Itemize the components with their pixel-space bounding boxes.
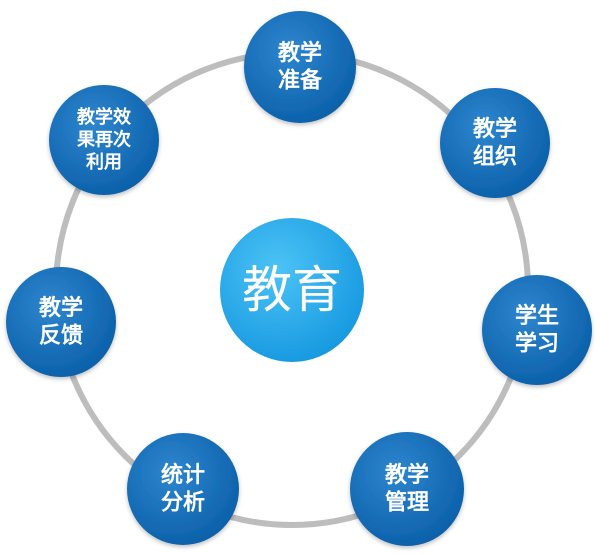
node-circle-teaching-mgmt — [350, 432, 464, 546]
node-label-student-learning-line-1: 学生 — [515, 303, 559, 329]
node-label-effect-reuse-line-2: 果再次 — [76, 129, 131, 151]
node-label-teaching-prep-line-1: 教学 — [278, 40, 322, 66]
node-circle-teaching-org — [440, 88, 550, 198]
node-label-teaching-mgmt-line-2: 管理 — [385, 489, 429, 515]
node-label-teaching-org-line-1: 教学 — [473, 116, 517, 142]
node-label-stat-analysis-line-1: 统计 — [161, 462, 205, 488]
node-label-student-learning-line-2: 学习 — [515, 330, 559, 356]
node-circle-teaching-prep — [244, 11, 356, 123]
center-circle — [220, 218, 364, 362]
node-label-stat-analysis-line-2: 分析 — [161, 490, 205, 515]
node-label-effect-reuse-line-3: 利用 — [86, 151, 122, 173]
node-circle-teaching-feedback — [6, 267, 116, 377]
node-label-teaching-feedback-line-2: 反馈 — [39, 322, 83, 348]
node-circle-effect-reuse — [49, 85, 159, 195]
node-label-teaching-feedback-line-1: 教学 — [39, 295, 83, 321]
node-label-effect-reuse-line-1: 教学效 — [77, 106, 132, 128]
center-label: 教育 — [242, 261, 342, 319]
node-circle-student-learning — [482, 275, 592, 385]
node-label-teaching-mgmt-line-1: 教学 — [385, 462, 429, 488]
node-label-teaching-prep-line-2: 准备 — [278, 67, 323, 93]
node-label-teaching-org-line-2: 组织 — [473, 143, 517, 169]
node-circle-stat-analysis — [127, 433, 239, 545]
